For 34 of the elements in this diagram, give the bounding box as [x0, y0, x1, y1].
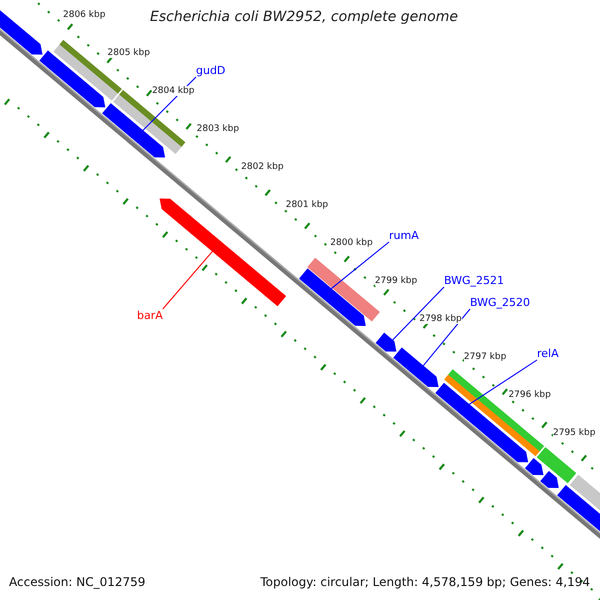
gene-feature: [160, 198, 286, 306]
gene-label: relA: [537, 347, 559, 360]
leader-line: [330, 242, 390, 290]
scale-label: 2795 kbp: [553, 428, 596, 438]
scale-label: 2805 kbp: [108, 48, 150, 58]
scale-label: 2804 kbp: [152, 86, 194, 96]
gene-feature: [376, 332, 396, 352]
title: Escherichia coli BW2952, complete genome: [150, 9, 458, 25]
scale-label: 2799 kbp: [374, 276, 418, 286]
gene-label: gudD: [196, 64, 226, 77]
gene-label: BWG_2521: [444, 274, 504, 287]
gene-label: BWG_2520: [470, 296, 530, 309]
scale-label: 2797 kbp: [464, 352, 506, 362]
gene-feature: [102, 103, 166, 158]
scale-label: 2796 kbp: [508, 390, 551, 400]
gene-label: barA: [137, 309, 163, 322]
gene-feature: [536, 447, 576, 484]
gene-label: rumA: [389, 229, 419, 242]
scale-label: 2806 kbp: [63, 10, 106, 20]
leader-line: [422, 308, 470, 366]
accession-text: Accession: NC_012759: [9, 575, 146, 589]
summary-text: Topology: circular; Length: 4,578,159 bp; Genes: 4,194: [260, 575, 590, 589]
scale-label: 2803 kbp: [196, 124, 240, 134]
gene-feature: [540, 470, 559, 488]
gene-feature: [393, 347, 439, 388]
leader-line: [392, 286, 444, 340]
gene-feature: [299, 268, 366, 326]
scale-label: 2802 kbp: [241, 162, 284, 172]
leader-line: [162, 250, 213, 310]
scale-label: 2798 kbp: [419, 314, 462, 324]
gene-feature: [39, 50, 106, 108]
scale-label: 2800 kbp: [330, 238, 373, 248]
gene-feature: [113, 94, 182, 154]
leader-line: [468, 360, 538, 405]
